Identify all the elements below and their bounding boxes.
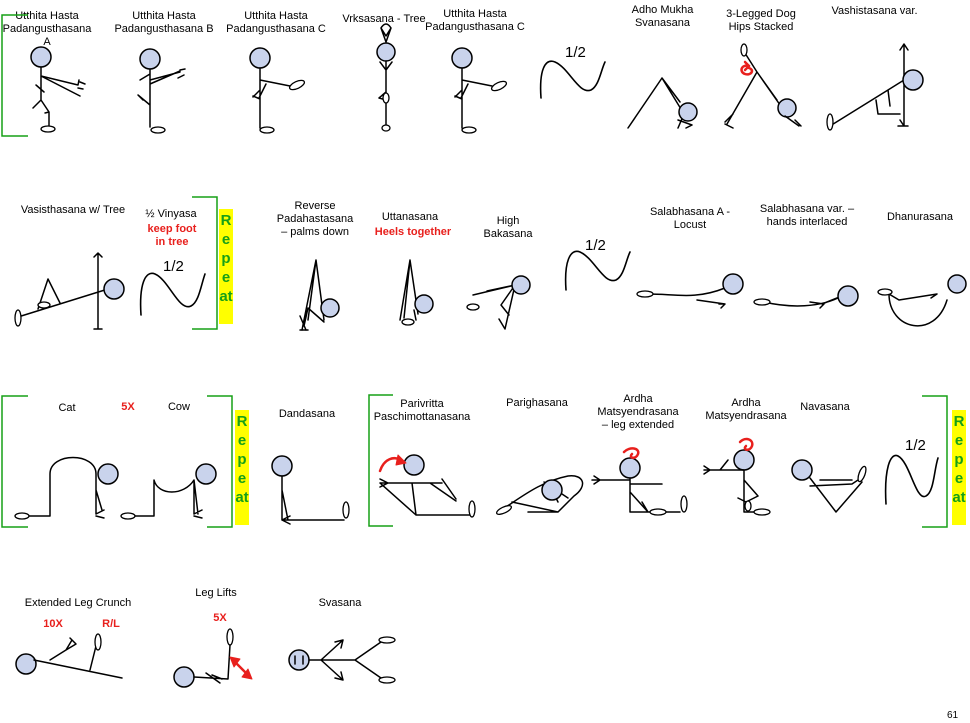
figure-utthita-c-1 xyxy=(249,47,306,134)
figure-reverse-padahastasana xyxy=(299,259,340,331)
label-extended-leg-crunch: Extended Leg Crunch xyxy=(24,597,132,609)
figure-parighasana xyxy=(495,475,584,515)
wave-half-vinyasa-1 xyxy=(539,60,606,99)
bracket-right-row2 xyxy=(192,196,218,330)
label-utthita-b: Utthita Hasta Padangusthasana B xyxy=(114,10,214,35)
bracket-right-row3b xyxy=(922,395,948,528)
half-label-3: 1/2 xyxy=(585,237,606,254)
note-cat-cow-reps: 5X xyxy=(121,401,135,413)
half-label-1: 1/2 xyxy=(565,44,586,61)
note-keep-foot: keep foot in tree xyxy=(147,223,197,248)
label-utthita-c-2: Utthita Hasta Padangusthasana C xyxy=(425,8,525,33)
label-utthita-c-1: Utthita Hasta Padangusthasana C xyxy=(226,10,326,35)
figure-vasisthasana-tree xyxy=(14,252,125,330)
figure-utthita-c-2 xyxy=(451,47,508,134)
figure-leg-lifts xyxy=(173,628,253,688)
figure-svasana xyxy=(288,636,396,684)
note-heels-together: Heels together xyxy=(374,226,452,238)
figure-cat xyxy=(14,456,119,520)
label-leg-lifts: Leg Lifts xyxy=(195,587,237,599)
figure-adho-mukha xyxy=(627,77,698,129)
label-svasana: Svasana xyxy=(318,597,362,609)
figure-uttanasana xyxy=(399,259,434,326)
label-cat: Cat xyxy=(58,402,76,414)
page-number: 61 xyxy=(947,710,959,721)
label-vashistasana-var: Vashistasana var. xyxy=(831,5,918,17)
figure-cow xyxy=(120,463,217,520)
label-three-legged-dog: 3-Legged Dog Hips Stacked xyxy=(726,8,796,33)
label-dhanurasana: Dhanurasana xyxy=(886,211,954,223)
half-label-2: 1/2 xyxy=(163,258,184,275)
repeat-badge-1: Repeat xyxy=(219,209,233,324)
label-cow: Cow xyxy=(167,401,190,413)
wave-half-vinyasa-3 xyxy=(564,250,631,291)
label-reverse-padahastasana: Reverse Padahastasana – palms down xyxy=(276,200,354,238)
figure-dhanurasana xyxy=(877,274,967,327)
bracket-left-row3a xyxy=(1,395,28,528)
figure-parivritta xyxy=(378,454,476,518)
figure-utthita-a xyxy=(30,46,86,133)
label-dandasana: Dandasana xyxy=(278,408,336,420)
repeat-badge-3: Repeat xyxy=(952,410,966,525)
figure-utthita-b xyxy=(137,48,186,134)
label-ardha: Ardha Matsyendrasana xyxy=(705,397,787,422)
label-vasisthasana-tree: Vasisthasana w/ Tree xyxy=(20,204,126,216)
repeat-badge-2: Repeat xyxy=(235,410,249,525)
label-salabhasana-a: Salabhasana A - Locust xyxy=(649,206,731,231)
figure-ardha-leg-extended xyxy=(591,447,688,516)
figure-salabhasana-a xyxy=(636,273,744,309)
figure-dandasana xyxy=(271,455,350,525)
figure-high-bakasana xyxy=(466,275,531,330)
bracket-left-row3b xyxy=(368,394,393,527)
wave-half-vinyasa-2 xyxy=(139,272,206,316)
note-crunch-reps: 10X xyxy=(43,618,63,630)
figure-extended-leg-crunch xyxy=(15,633,123,679)
figure-navasana xyxy=(791,459,867,513)
figure-vashistasana-var xyxy=(826,43,924,131)
label-uttanasana: Uttanasana xyxy=(381,211,439,223)
label-utthita-a: Utthita Hasta Padangusthasana A xyxy=(2,10,92,48)
label-parighasana: Parighasana xyxy=(506,397,568,409)
label-vrksasana: Vrksasana - Tree xyxy=(342,13,426,25)
figure-ardha xyxy=(703,437,771,516)
figure-salabhasana-var xyxy=(753,285,859,309)
bracket-right-row3a xyxy=(207,395,233,528)
half-label-4: 1/2 xyxy=(905,437,926,454)
bracket-left-row1 xyxy=(1,14,28,137)
note-crunch-sides: R/L xyxy=(102,618,120,630)
wave-half-vinyasa-4 xyxy=(884,454,939,505)
label-salabhasana-var: Salabhasana var. – hands interlaced xyxy=(759,203,855,228)
figure-three-legged-dog xyxy=(724,43,802,129)
label-half-vinyasa: ½ Vinyasa xyxy=(145,208,197,220)
label-high-bakasana: High Bakasana xyxy=(483,215,533,240)
note-leg-lift-reps: 5X xyxy=(213,612,227,624)
label-parivritta: Parivritta Paschimottanasana xyxy=(373,398,471,423)
figure-vrksasana xyxy=(376,23,396,132)
label-adho-mukha: Adho Mukha Svanasana xyxy=(631,4,694,29)
label-ardha-leg-extended: Ardha Matsyendrasana – leg extended xyxy=(597,393,679,431)
label-navasana: Navasana xyxy=(800,401,850,413)
